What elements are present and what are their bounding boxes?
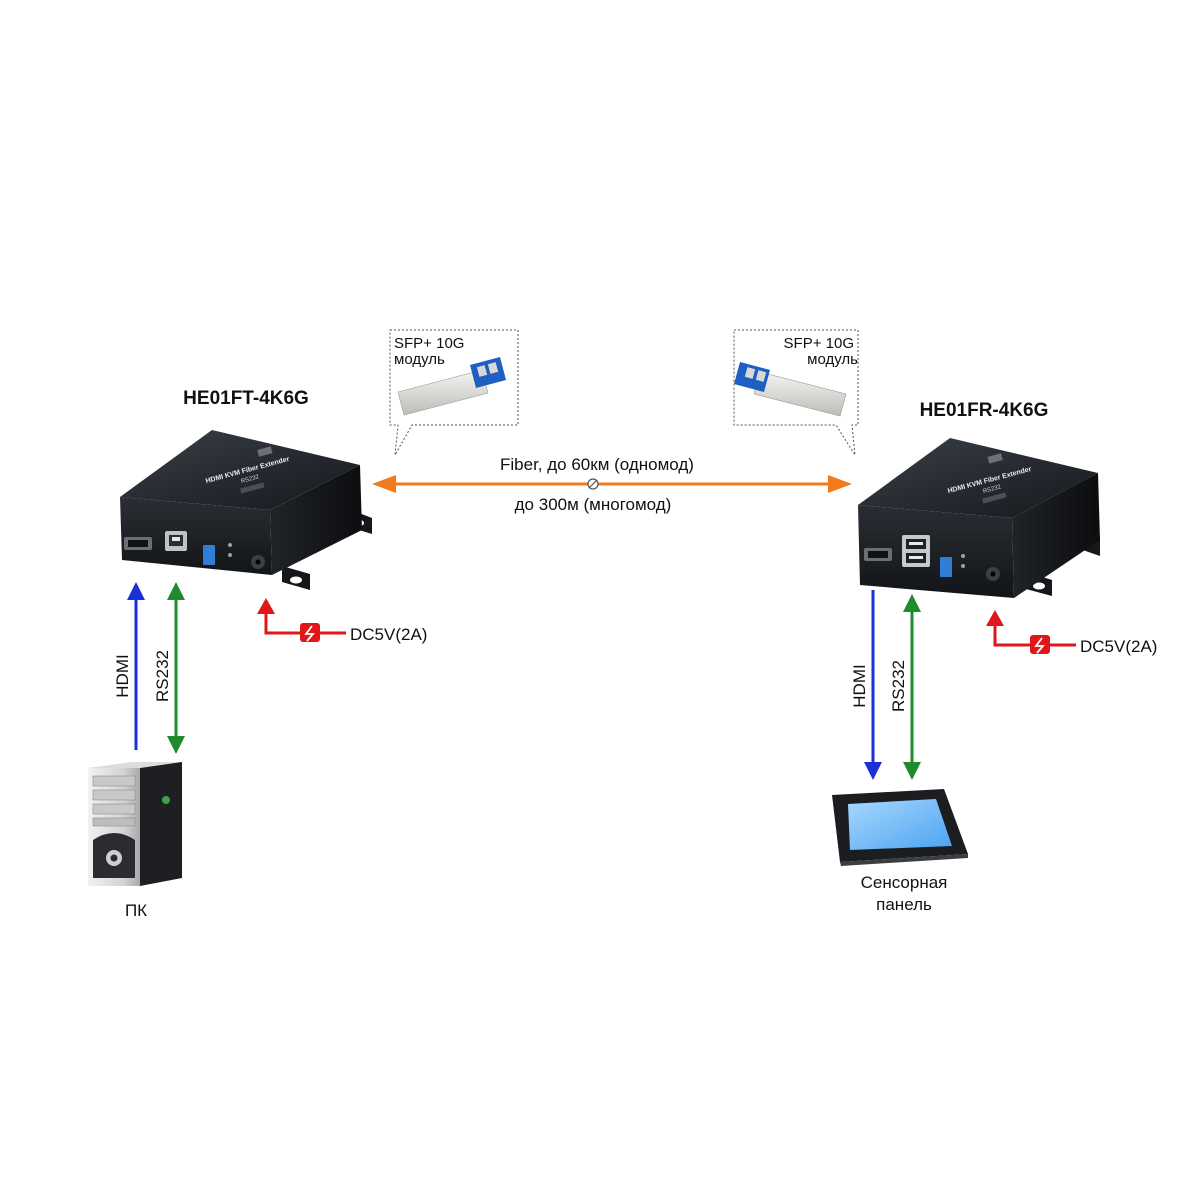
power-icon (1030, 635, 1050, 654)
led-icon (228, 553, 232, 557)
fiber-link-arrow (372, 475, 852, 493)
transmitter-model-label: HE01FT-4K6G (183, 388, 309, 409)
power-label-left: DC5V(2A) (350, 625, 427, 644)
sfp-module-icon (734, 362, 847, 417)
transmitter-device: HDMI KVM Fiber Extender RS232 (120, 430, 372, 590)
touch-panel-label-line1: Сенсорная (861, 873, 948, 892)
hdmi-port-icon (124, 537, 152, 550)
power-icon (300, 623, 320, 642)
dip-switch-icon (940, 557, 952, 577)
touch-panel-icon (832, 789, 968, 866)
receiver-model-label: HE01FR-4K6G (920, 400, 1049, 421)
sfp-right-line2: модуль (807, 351, 858, 368)
hdmi-label-right: HDMI (850, 664, 869, 707)
rs232-arrow-left (167, 582, 185, 754)
pc-label: ПК (125, 901, 147, 920)
led-icon (228, 543, 232, 547)
sfp-callout-left: SFP+ 10G модуль (389, 329, 519, 456)
pc-tower-icon (88, 762, 182, 886)
sfp-module-icon (397, 357, 506, 416)
sfp-callout-right: SFP+ 10G модуль (733, 329, 859, 456)
fiber-label-singlemode: Fiber, до 60км (одномод) (500, 455, 694, 474)
sfp-right-line1: SFP+ 10G (784, 335, 854, 352)
power-label-right: DC5V(2A) (1080, 637, 1157, 656)
fiber-label-multimode: до 300м (многомод) (515, 495, 672, 514)
sfp-left-line1: SFP+ 10G (394, 335, 464, 352)
led-icon (961, 554, 965, 558)
hdmi-arrow-right (864, 590, 882, 780)
power-arrow-right (986, 610, 1076, 654)
transmitter-top-sub: RS232 (240, 474, 260, 485)
usb-b-port-icon (165, 531, 187, 551)
led-icon (961, 564, 965, 568)
dip-switch-icon (203, 545, 215, 565)
usb-a-ports-icon (902, 535, 930, 567)
hdmi-arrow-left (127, 582, 145, 750)
power-arrow-left (257, 598, 346, 642)
hdmi-label-left: HDMI (113, 654, 132, 697)
rs232-label-left: RS232 (153, 650, 172, 702)
touch-panel-label-line2: панель (876, 895, 932, 914)
sfp-left-line2: модуль (394, 351, 445, 368)
receiver-top-sub: RS232 (982, 484, 1002, 495)
receiver-device: HDMI KVM Fiber Extender RS232 (858, 438, 1100, 598)
rs232-label-right: RS232 (889, 660, 908, 712)
rs232-arrow-right (903, 594, 921, 780)
hdmi-port-icon (864, 548, 892, 561)
